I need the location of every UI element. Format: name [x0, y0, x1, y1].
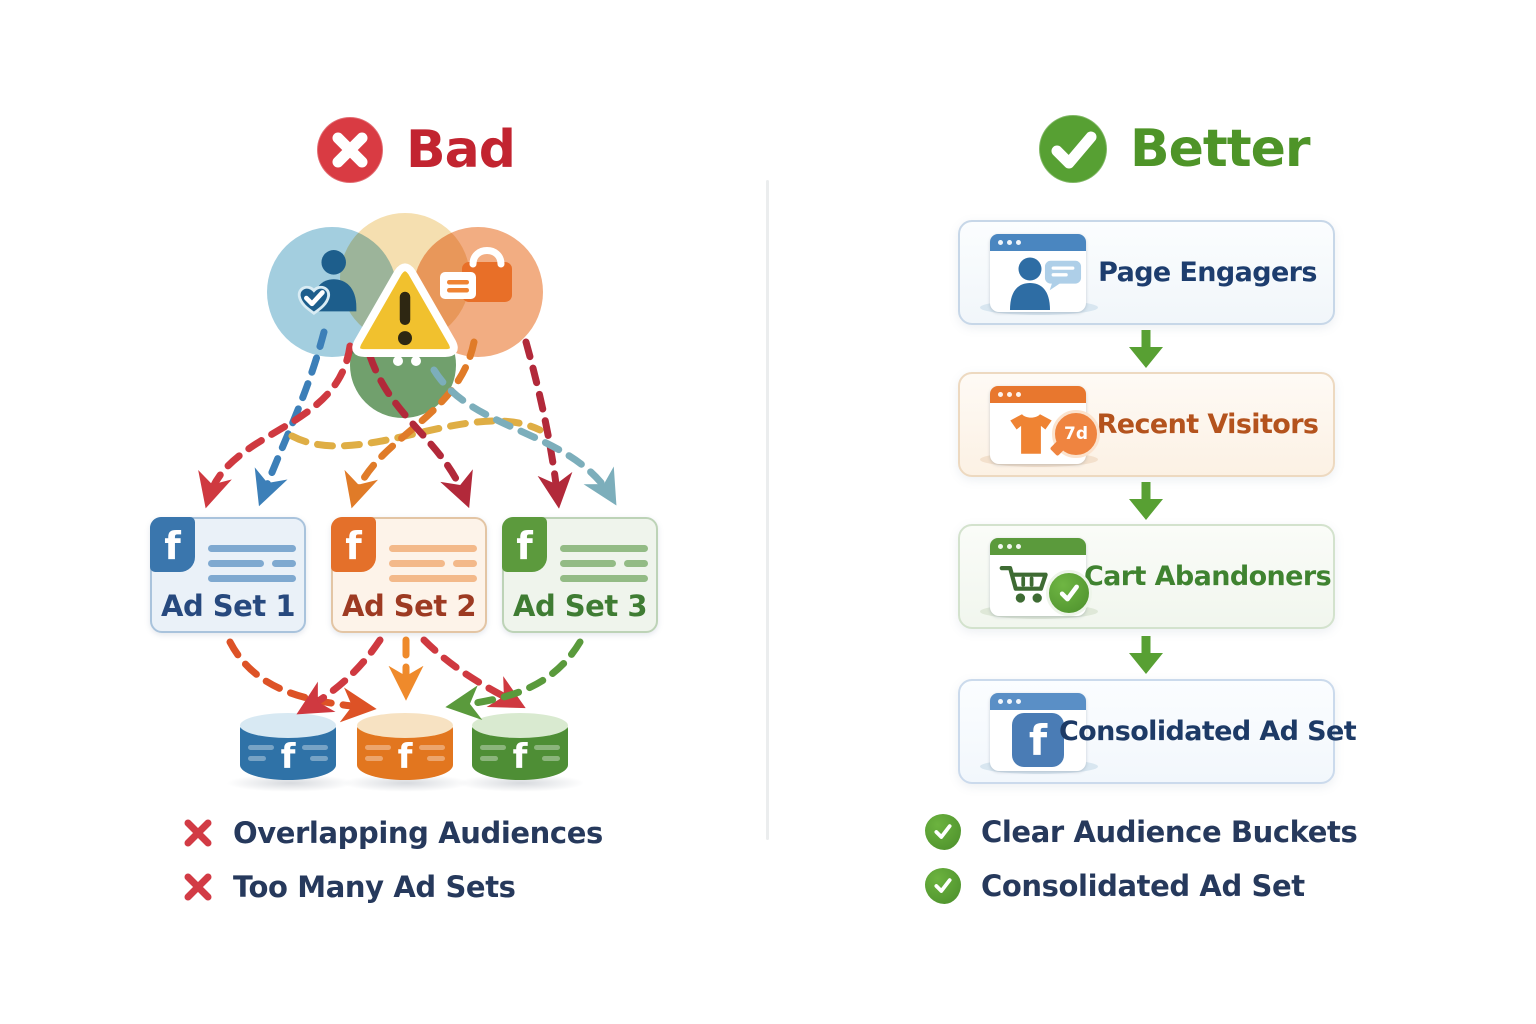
facebook-f-icon: f: [502, 517, 547, 572]
funnel-step-page-engagers: Page Engagers: [958, 220, 1335, 325]
ad-set-card-2: f Ad Set 2: [331, 517, 487, 633]
shopping-cart-icon: [999, 566, 1048, 603]
benefit-label: Consolidated Ad Set: [981, 869, 1305, 903]
check-circle-icon: [1046, 570, 1092, 616]
browser-window-icon: [990, 693, 1086, 710]
ad-set-label: Ad Set 3: [513, 589, 648, 623]
facebook-f-icon: f: [397, 736, 413, 777]
check-badge-icon: [925, 868, 961, 904]
warning-triangle-icon: [352, 263, 458, 357]
funnel-step-cart-abandoners: Cart Abandoners: [958, 524, 1335, 629]
issue-label: Overlapping Audiences: [233, 816, 603, 850]
bad-title: Bad: [406, 120, 516, 180]
funnel-step-label: Cart Abandoners: [1083, 561, 1332, 592]
browser-window-icon: [990, 234, 1086, 251]
recency-badge-label: 7d: [1064, 424, 1088, 444]
arrow-down-icon: [1129, 482, 1163, 520]
benefit-item: Clear Audience Buckets: [925, 814, 1358, 850]
shadow: [342, 774, 470, 792]
ad-set-card-3: f Ad Set 3: [502, 517, 658, 633]
placeholder-line: [389, 560, 445, 567]
facebook-f-icon: f: [280, 736, 296, 777]
audience-database-green: f: [472, 713, 568, 780]
shopping-bag-icon: [440, 247, 512, 302]
placeholder-line: [208, 575, 296, 582]
check-badge-icon: [925, 814, 961, 850]
facebook-f-icon: f: [512, 736, 528, 777]
ad-set-card-1: f Ad Set 1: [150, 517, 306, 633]
benefit-item: Consolidated Ad Set: [925, 868, 1305, 904]
x-mark-icon: [184, 819, 212, 847]
funnel-step-label: Consolidated Ad Set: [1058, 716, 1357, 747]
panel-divider: [766, 180, 769, 840]
bad-heading: Bad: [316, 116, 516, 184]
person-heart-icon: [297, 250, 357, 315]
placeholder-line: [389, 545, 477, 552]
placeholder-line: [208, 545, 296, 552]
placeholder-line: [272, 560, 296, 567]
ad-set-label: Ad Set 2: [342, 589, 477, 623]
cart-abandoners-icon: [990, 538, 1092, 616]
browser-window-icon: [990, 538, 1086, 555]
better-heading: Better: [1038, 114, 1311, 184]
placeholder-line: [624, 560, 648, 567]
facebook-f-icon: f: [1012, 713, 1064, 767]
facebook-window-icon: f: [990, 693, 1086, 771]
x-circle-icon: [316, 116, 384, 184]
recency-badge: 7d: [1052, 410, 1100, 458]
placeholder-line: [560, 560, 616, 567]
placeholder-line: [453, 560, 477, 567]
person-icon: [1010, 257, 1050, 310]
funnel-step-consolidated-ad-set: f Consolidated Ad Set: [958, 679, 1357, 784]
check-circle-icon: [1038, 114, 1108, 184]
chat-bubble-icon: [1044, 260, 1082, 291]
funnel-step-recent-visitors: 7d Recent Visitors: [958, 372, 1335, 477]
facebook-f-icon: f: [150, 517, 195, 572]
funnel-step-label: Recent Visitors: [1096, 409, 1319, 440]
audience-database-blue: f: [240, 713, 336, 780]
audience-database-orange: f: [357, 713, 453, 780]
receipt-icon: [440, 272, 476, 299]
issue-label: Too Many Ad Sets: [233, 870, 516, 904]
arrow-down-icon: [1129, 330, 1163, 368]
issue-item: Too Many Ad Sets: [183, 870, 516, 904]
issue-item: Overlapping Audiences: [183, 816, 603, 850]
placeholder-line: [208, 560, 264, 567]
tshirt-icon: [1010, 414, 1052, 454]
page-engagers-icon: [990, 234, 1086, 312]
placeholder-line: [560, 545, 648, 552]
browser-window-icon: [990, 386, 1086, 403]
shadow: [226, 774, 354, 792]
funnel-step-label: Page Engagers: [1098, 257, 1317, 288]
placeholder-line: [560, 575, 648, 582]
placeholder-line: [389, 575, 477, 582]
better-title: Better: [1130, 119, 1311, 179]
x-mark-icon: [184, 873, 212, 901]
recent-visitors-icon: 7d: [990, 386, 1100, 464]
shadow: [457, 774, 585, 792]
arrow-down-icon: [1129, 636, 1163, 674]
ad-set-label: Ad Set 1: [161, 589, 296, 623]
facebook-f-icon: f: [331, 517, 376, 572]
benefit-label: Clear Audience Buckets: [981, 815, 1358, 849]
